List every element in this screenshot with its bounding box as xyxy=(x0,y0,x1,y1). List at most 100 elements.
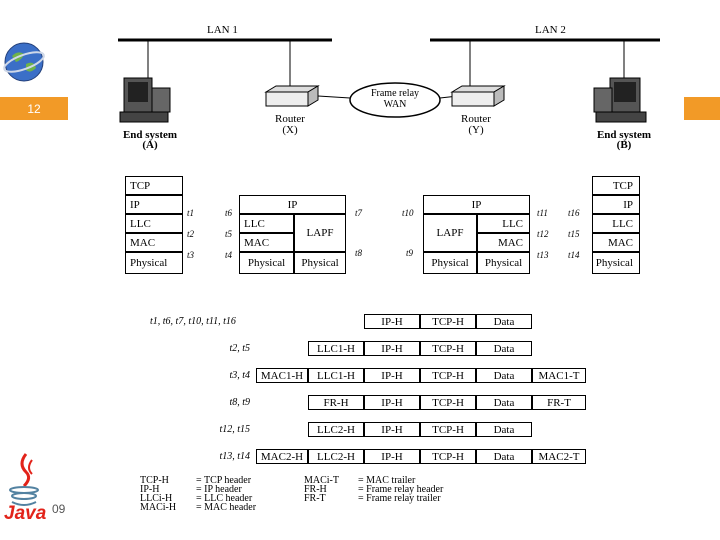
data-cell: Data xyxy=(476,449,532,464)
stack-x-physical-1: Physical xyxy=(239,252,294,274)
legend-def: = LLC header xyxy=(196,493,253,504)
tpoint-label: t5 xyxy=(225,229,233,239)
tpoint-label: t6 xyxy=(225,208,233,218)
tpoint-label: t9 xyxy=(406,248,414,258)
legend-abbr: LLCi-H xyxy=(140,493,173,504)
stack-x-physical-2: Physical xyxy=(294,252,346,274)
tpoint-label: t12 xyxy=(537,229,549,239)
legend-def: = Frame relay trailer xyxy=(358,493,441,504)
stack-a-mac: MAC xyxy=(125,233,183,252)
tpoint-label: t14 xyxy=(568,250,580,260)
stack-y-physical-2: Physical xyxy=(477,252,530,274)
tpoint-label: t2 xyxy=(187,229,195,239)
stack-a-physical: Physical xyxy=(125,252,183,274)
legend-abbr: MACi-H xyxy=(140,502,177,513)
row-tpoints-label: t3, t4 xyxy=(229,370,250,381)
stack-b-physical: Physical xyxy=(592,252,640,274)
stack-a-tcp: TCP xyxy=(125,176,183,195)
network-topology xyxy=(118,38,660,118)
tcp-header-cell: TCP-H xyxy=(420,449,476,464)
router-y-icon xyxy=(448,84,506,110)
stack-b-mac: MAC xyxy=(592,233,640,252)
java-logo-icon xyxy=(4,450,48,530)
tcp-header-cell: TCP-H xyxy=(420,422,476,437)
computer-b-icon xyxy=(590,74,652,126)
mac2-trailer-cell: MAC2-T xyxy=(532,449,586,464)
footer-slide-number: 09 xyxy=(52,502,66,516)
legend-abbr: FR-H xyxy=(304,484,327,495)
stack-x-lapf: LAPF xyxy=(294,214,346,252)
ip-header-cell: IP-H xyxy=(364,314,420,329)
row-tpoints-label: t2, t5 xyxy=(229,343,250,354)
row-tpoints-label: t8, t9 xyxy=(229,397,250,408)
legend-def: = IP header xyxy=(196,484,242,495)
tpoint-label: t3 xyxy=(187,250,195,260)
legend-def: = MAC trailer xyxy=(358,475,416,486)
tcp-header-cell: TCP-H xyxy=(420,314,476,329)
stack-y-lapf: LAPF xyxy=(423,214,477,252)
data-cell: Data xyxy=(476,368,532,383)
data-cell: Data xyxy=(476,422,532,437)
data-cell: Data xyxy=(476,341,532,356)
ip-header-cell: IP-H xyxy=(364,368,420,383)
mac2-header-cell: MAC2-H xyxy=(256,449,308,464)
tpoint-label: t4 xyxy=(225,250,233,260)
slide-number-badge: 12 xyxy=(0,97,68,120)
lan1-label: LAN 1 xyxy=(207,24,238,36)
tpoint-label: t1 xyxy=(187,208,195,218)
computer-a-icon xyxy=(118,74,178,126)
row-tpoints-label: t12, t15 xyxy=(219,424,250,435)
stack-a-llc: LLC xyxy=(125,214,183,233)
tcp-header-cell: TCP-H xyxy=(420,368,476,383)
stack-x-llc: LLC xyxy=(239,214,294,233)
llc2-header-cell: LLC2-H xyxy=(308,449,364,464)
ip-header-cell: IP-H xyxy=(364,341,420,356)
data-cell: Data xyxy=(476,314,532,329)
router-x-label: Router (X) xyxy=(275,113,305,136)
legend-abbr: IP-H xyxy=(140,484,160,495)
tcp-header-cell: TCP-H xyxy=(420,341,476,356)
row-tpoints-label: t1, t6, t7, t10, t11, t16 xyxy=(150,316,236,327)
stack-y-mac: MAC xyxy=(477,233,530,252)
end-system-a-label: End system (A) xyxy=(122,129,178,151)
llc1-header-cell: LLC1-H xyxy=(308,368,364,383)
legend-abbr: TCP-H xyxy=(140,475,169,486)
java-wordmark: Java xyxy=(4,503,47,524)
end-system-b-label: End system (B) xyxy=(596,129,652,151)
tpoint-label: t13 xyxy=(537,250,549,260)
row-tpoints-label: t13, t14 xyxy=(219,451,250,462)
stack-y-ip: IP xyxy=(423,195,530,214)
legend-def: = MAC header xyxy=(196,502,257,513)
tpoint-label: t15 xyxy=(568,229,580,239)
globe-logo-icon xyxy=(2,40,46,84)
stack-y-llc: LLC xyxy=(477,214,530,233)
fr-header-cell: FR-H xyxy=(308,395,364,410)
router-x-icon xyxy=(262,84,320,110)
mac1-header-cell: MAC1-H xyxy=(256,368,308,383)
router-y-label: Router (Y) xyxy=(461,113,491,136)
ip-header-cell: IP-H xyxy=(364,422,420,437)
stack-b-ip: IP xyxy=(592,195,640,214)
legend-abbr: MACi-T xyxy=(304,475,339,486)
legend-abbr: FR-T xyxy=(304,493,326,504)
data-cell: Data xyxy=(476,395,532,410)
tpoint-label: t7 xyxy=(355,208,363,218)
stack-b-llc: LLC xyxy=(592,214,640,233)
wan-label: Frame relay WAN xyxy=(370,88,420,110)
stack-a-ip: IP xyxy=(125,195,183,214)
mac1-trailer-cell: MAC1-T xyxy=(532,368,586,383)
tpoint-label: t11 xyxy=(537,208,548,218)
stack-x-ip: IP xyxy=(239,195,346,214)
accent-bar xyxy=(684,97,720,120)
stack-x-mac: MAC xyxy=(239,233,294,252)
tpoint-label: t16 xyxy=(568,208,580,218)
stack-b-tcp: TCP xyxy=(592,176,640,195)
tcp-header-cell: TCP-H xyxy=(420,395,476,410)
tpoint-label: t8 xyxy=(355,248,363,258)
llc1-header-cell: LLC1-H xyxy=(308,341,364,356)
ip-header-cell: IP-H xyxy=(364,395,420,410)
ip-header-cell: IP-H xyxy=(364,449,420,464)
legend-def: = TCP header xyxy=(196,475,252,486)
stack-y-physical-1: Physical xyxy=(423,252,477,274)
fr-trailer-cell: FR-T xyxy=(532,395,586,410)
